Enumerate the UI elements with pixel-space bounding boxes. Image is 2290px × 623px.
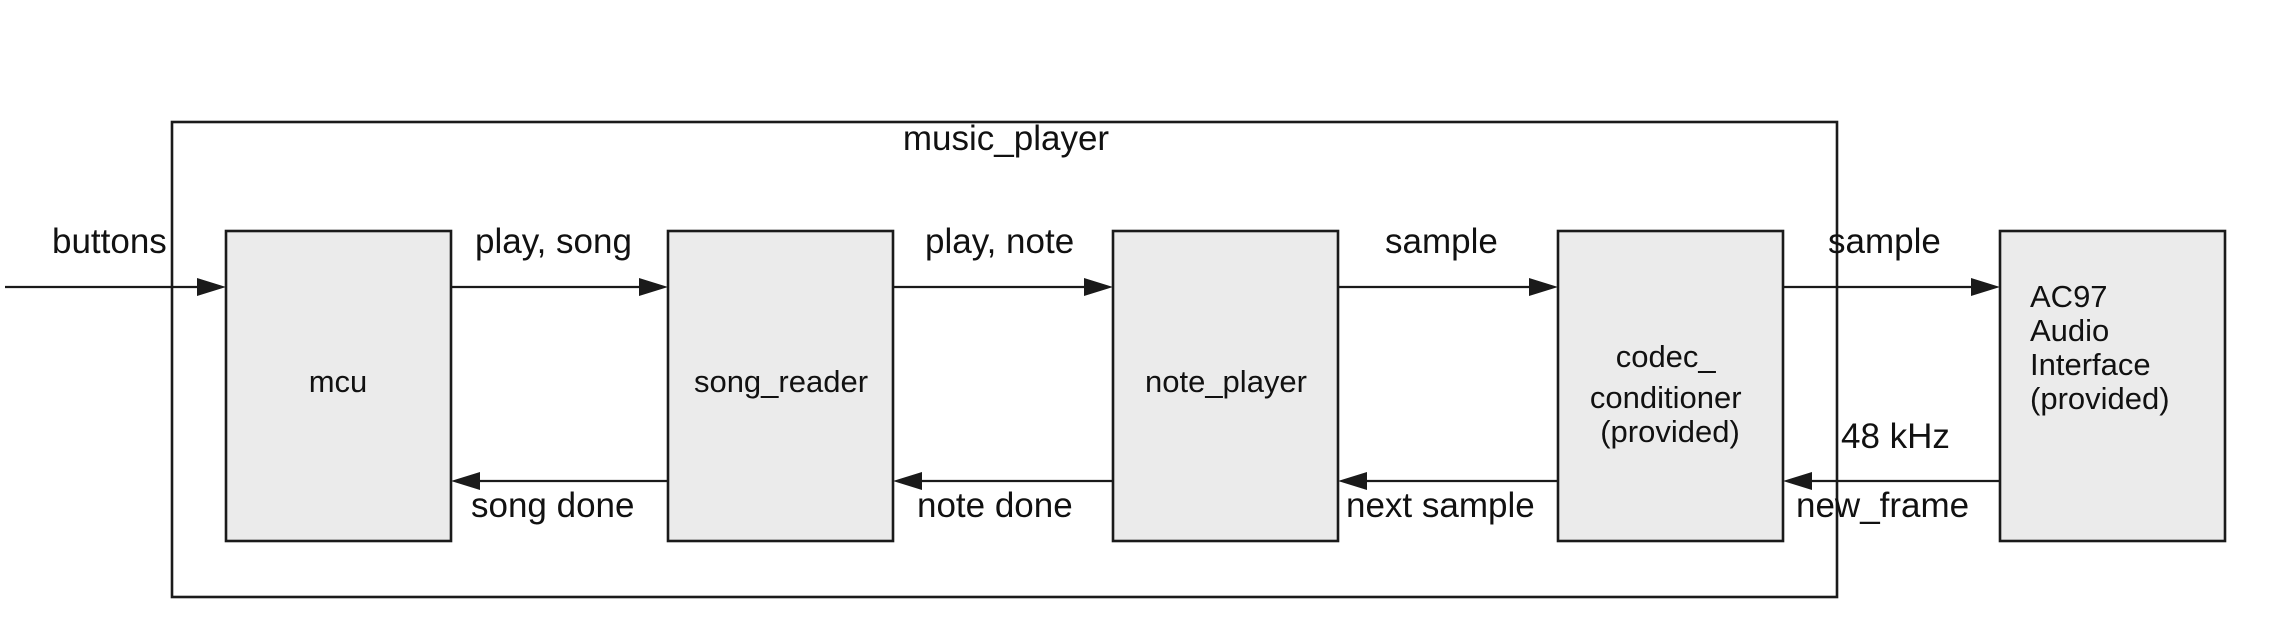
buttons-label: buttons — [52, 222, 167, 261]
song-done-label: song done — [471, 486, 634, 525]
rate-label: 48 kHz — [1841, 417, 1950, 456]
play-song-label: play, song — [475, 222, 632, 261]
sample-out-arrowhead — [1971, 278, 2000, 296]
sample-in-label: sample — [1385, 222, 1498, 261]
song-reader-block — [666, 229, 895, 543]
container-label: music_player — [903, 119, 1110, 158]
ac97-audio-interface-block-label: AC97 Audio Interface (provided) — [2030, 279, 2170, 416]
new-frame-label: new_frame — [1796, 486, 1969, 525]
play-song-arrowhead — [639, 278, 668, 296]
mcu-block — [224, 229, 453, 543]
music-player-container — [170, 120, 1839, 599]
codec-conditioner-block — [1556, 229, 1785, 543]
sample-in-arrowhead — [1529, 278, 1558, 296]
song-reader-block-label: song_reader — [694, 364, 868, 399]
note-done-label: note done — [917, 486, 1073, 525]
codec-conditioner-block-label: codec_ conditioner (provided) — [1590, 339, 1750, 449]
sample-out-label: sample — [1828, 222, 1941, 261]
next-sample-label: next sample — [1346, 486, 1535, 525]
play-note-label: play, note — [925, 222, 1074, 261]
buttons-arrowhead — [197, 278, 226, 296]
note-player-block-label: note_player — [1145, 364, 1307, 399]
note-player-block — [1111, 229, 1340, 543]
new-frame-arrowhead — [1783, 472, 1812, 490]
ac97-audio-interface-block — [1998, 229, 2227, 543]
song-done-arrowhead — [451, 472, 480, 490]
next-sample-arrowhead — [1338, 472, 1367, 490]
play-note-arrowhead — [1084, 278, 1113, 296]
mcu-block-label: mcu — [309, 364, 368, 399]
note-done-arrowhead — [893, 472, 922, 490]
